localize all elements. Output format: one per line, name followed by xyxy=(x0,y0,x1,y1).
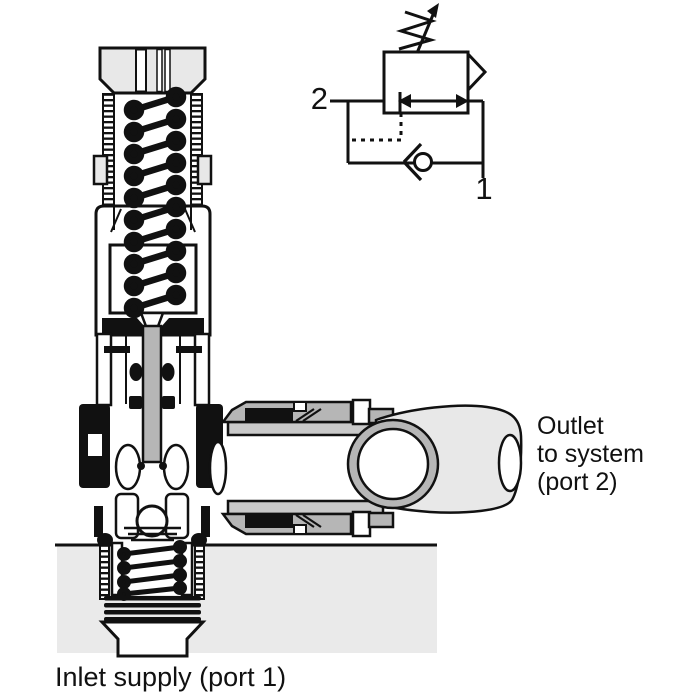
port1-line xyxy=(468,99,485,178)
inlet-threads-right xyxy=(194,544,205,600)
schematic-port2-label: 2 xyxy=(310,81,328,116)
outlet-fitting xyxy=(220,398,395,538)
adjustment-cap xyxy=(98,46,207,95)
seat-plate xyxy=(124,526,181,542)
inlet-spring xyxy=(117,540,187,601)
piston-left xyxy=(102,318,145,334)
outlet-port-opening xyxy=(208,440,228,496)
poppet-ball xyxy=(135,504,169,538)
main-spring xyxy=(123,86,187,319)
hex-nut-right xyxy=(196,154,213,186)
inlet-stud-tip xyxy=(98,620,207,658)
outlet-port-label: Outlet to system (port 2) xyxy=(537,412,644,496)
flow-passage-right xyxy=(162,443,190,491)
check-valve-icon xyxy=(402,142,433,182)
stem-o-ring-right xyxy=(161,363,175,381)
pilot-line-icon xyxy=(348,113,403,142)
tube-end-opening xyxy=(497,433,523,493)
valve-stem xyxy=(141,324,163,464)
fitting-seal-bottom xyxy=(245,513,293,528)
fitting-seal-top xyxy=(245,408,293,423)
outlet-tube xyxy=(346,404,523,514)
base-o-ring-right xyxy=(191,533,207,547)
hex-nut-left xyxy=(92,154,109,186)
regulator-symbol-box xyxy=(382,50,470,115)
release-collar-top xyxy=(351,398,372,426)
flow-path-arrow-icon xyxy=(398,92,469,113)
base-o-ring-left xyxy=(97,533,113,547)
piston-right xyxy=(161,318,204,334)
flow-passage-left xyxy=(114,443,142,491)
relief-vent-triangle-icon xyxy=(466,50,488,94)
schematic-port1-label: 1 xyxy=(475,171,493,206)
upper-threads-right xyxy=(190,93,203,207)
stem-o-ring-left xyxy=(129,363,143,381)
regulator-schematic-symbol xyxy=(330,3,488,182)
regulator-valve-cutaway xyxy=(79,46,228,658)
release-collar-bottom xyxy=(351,510,372,538)
inlet-threads-left xyxy=(99,544,110,600)
upper-threads-left xyxy=(102,93,115,207)
inlet-port-label: Inlet supply (port 1) xyxy=(55,662,287,692)
adjustable-spring-icon xyxy=(395,3,439,54)
